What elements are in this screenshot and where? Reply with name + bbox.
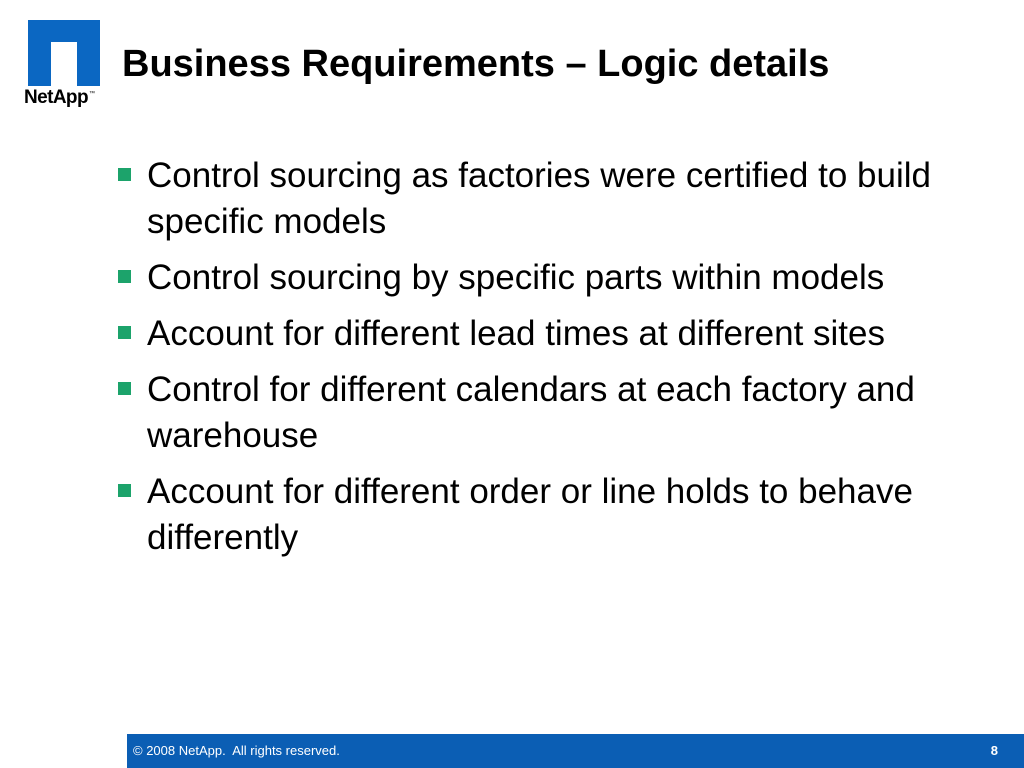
trademark-symbol: ™ bbox=[88, 91, 95, 97]
copyright-text: © 2008 NetApp. All rights reserved. bbox=[133, 743, 340, 758]
footer-bar: © 2008 NetApp. All rights reserved. 8 bbox=[127, 734, 1024, 768]
square-bullet-icon bbox=[118, 484, 131, 497]
bullet-text: Account for different lead times at diff… bbox=[147, 314, 885, 353]
logo-wordmark: NetApp™ bbox=[24, 87, 95, 109]
bullet-item: Control for different calendars at each … bbox=[116, 367, 966, 459]
bullet-item: Control sourcing by specific parts withi… bbox=[116, 255, 966, 301]
logo-text: NetApp bbox=[24, 87, 89, 108]
square-bullet-icon bbox=[118, 382, 131, 395]
slide-title: Business Requirements – Logic details bbox=[122, 43, 830, 85]
netapp-logo: NetApp™ bbox=[24, 20, 106, 110]
square-bullet-icon bbox=[118, 326, 131, 339]
square-bullet-icon bbox=[118, 168, 131, 181]
bullet-item: Control sourcing as factories were certi… bbox=[116, 153, 966, 245]
bullet-text: Account for different order or line hold… bbox=[147, 472, 913, 557]
bullet-item: Account for different lead times at diff… bbox=[116, 311, 966, 357]
bullet-text: Control sourcing by specific parts withi… bbox=[147, 258, 885, 297]
page-number: 8 bbox=[990, 743, 998, 758]
square-bullet-icon bbox=[118, 270, 131, 283]
netapp-logo-icon bbox=[28, 20, 100, 86]
bullet-text: Control for different calendars at each … bbox=[147, 370, 915, 455]
bullet-list: Control sourcing as factories were certi… bbox=[116, 153, 966, 571]
bullet-item: Account for different order or line hold… bbox=[116, 469, 966, 561]
bullet-text: Control sourcing as factories were certi… bbox=[147, 156, 931, 241]
